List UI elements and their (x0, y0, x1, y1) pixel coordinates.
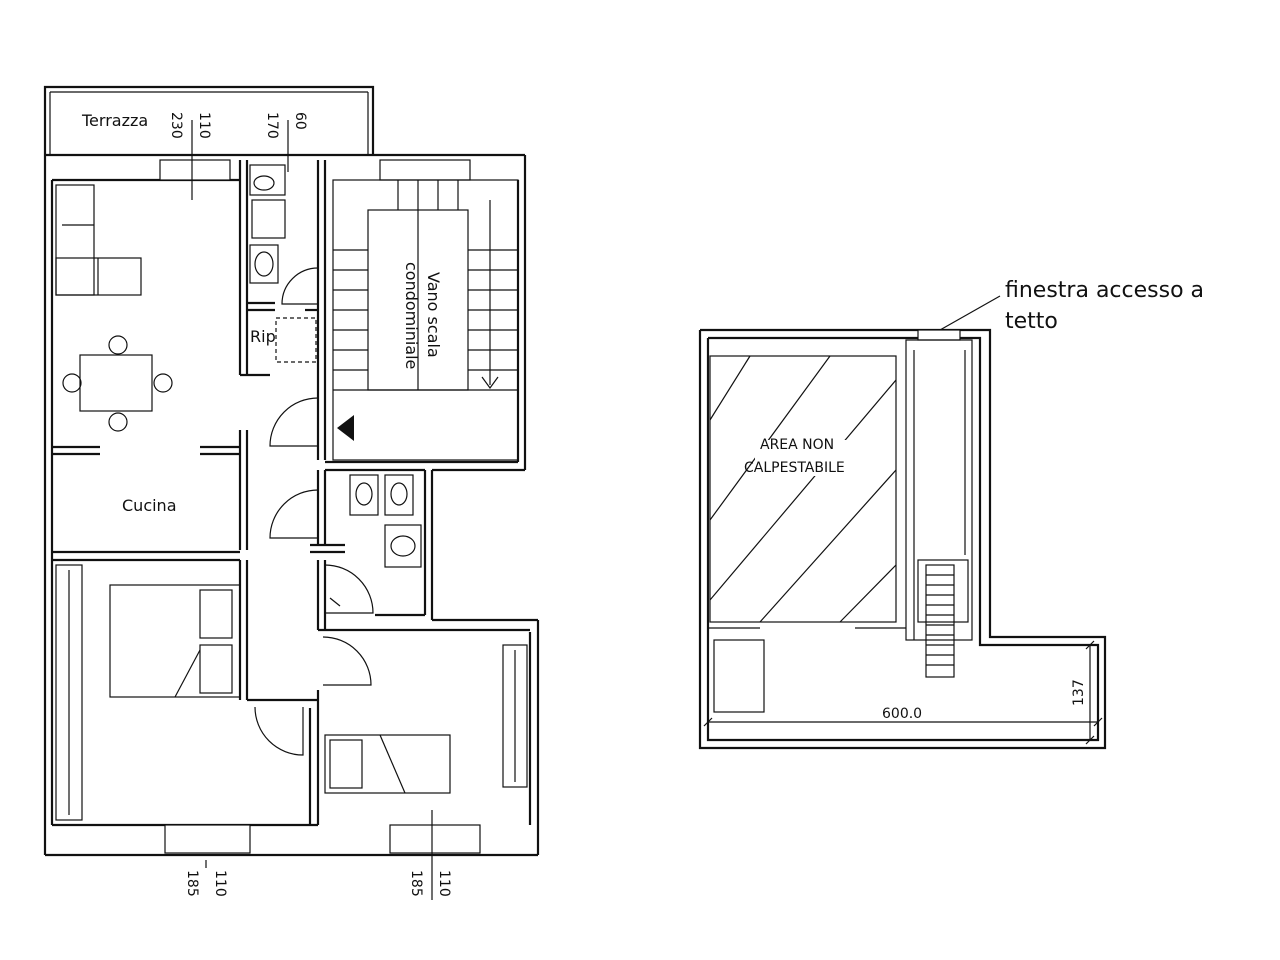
dim-bottom-left-b: 185 (184, 870, 200, 897)
roof-access-note: finestra accesso a tetto (939, 278, 1204, 334)
non-walkable-area: AREA NON CALPESTABILE (709, 355, 897, 623)
windows (159, 159, 481, 854)
terrace-label: Terrazza (81, 111, 148, 130)
outer-walls (43, 153, 540, 857)
dim-top-right-a: 60 (292, 112, 308, 130)
stairwell-label-line1: Vano scala (424, 272, 443, 358)
dim-bottom-right-a: 110 (436, 870, 452, 897)
doors (254, 267, 374, 756)
attic-stair (917, 559, 969, 678)
rip-label: Rip (250, 327, 276, 346)
attic-height-label: 137 (1071, 679, 1087, 706)
roof-access-line1: finestra accesso a (1005, 278, 1204, 303)
storage-closet: Rip (250, 317, 317, 363)
dim-top-right-b: 170 (264, 112, 280, 139)
dim-top-left-a: 110 (196, 112, 212, 139)
bedroom-1-furniture (55, 564, 241, 821)
kitchen-label: Cucina (122, 496, 177, 515)
roof-access-line2: tetto (1005, 309, 1058, 334)
attic-height-dimension: 137 (1071, 640, 1095, 745)
attic-plan: AREA NON CALPESTABILE (698, 278, 1204, 750)
bedroom-2-furniture (324, 644, 528, 794)
attic-width-dimension: 600.0 (703, 706, 1103, 727)
dimension-annotations: 110 230 60 170 110 185 110 185 (168, 112, 452, 900)
living-furniture (55, 184, 173, 432)
attic-width-label: 600.0 (882, 706, 922, 722)
terrace (43, 85, 375, 155)
main-apartment-plan: Vano scala condominiale Rip (43, 85, 540, 900)
dim-top-left-b: 230 (168, 112, 184, 139)
stairwell: Vano scala condominiale (332, 179, 519, 461)
dim-bottom-right-b: 185 (408, 870, 424, 897)
wc-fixtures (249, 164, 422, 568)
stairwell-label-line2: condominiale (402, 262, 421, 369)
interior-walls (52, 160, 530, 825)
non-walkable-line2: CALPESTABILE (744, 460, 845, 476)
non-walkable-line1: AREA NON (760, 437, 834, 453)
dim-bottom-left-a: 110 (212, 870, 228, 897)
